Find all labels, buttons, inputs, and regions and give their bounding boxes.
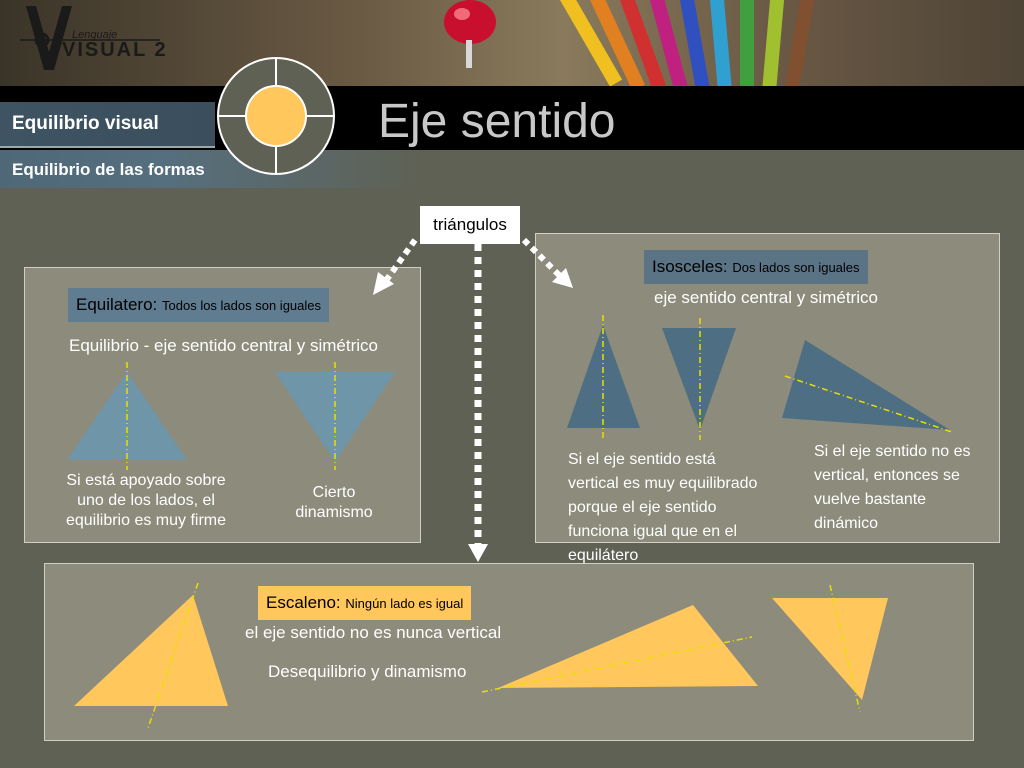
escaleno-tag: Escaleno: Ningún lado es igual	[258, 586, 472, 620]
isosceles-subtitle: eje sentido central y simétrico	[654, 288, 878, 307]
equilatero-caption-2: Cierto dinamismo	[295, 484, 373, 521]
equilatero-subtitle: Equilibrio - eje sentido central y simét…	[69, 336, 378, 355]
equilatero-definition: Todos los lados son iguales	[162, 298, 322, 313]
banner-artwork: Lenguaje VISUAL 2	[20, 0, 818, 86]
equilatero-name: Equilatero:	[76, 295, 158, 314]
isosceles-caption-2: Si el eje sentido no es vertical, entonc…	[814, 443, 971, 532]
pushpin-icon	[444, 0, 496, 68]
isosceles-definition: Dos lados son iguales	[732, 260, 860, 275]
escaleno-definition: Ningún lado es igual	[345, 596, 464, 611]
tab-equilibrio-visual-label: Equilibrio visual	[12, 113, 159, 134]
isosceles-tag: Isosceles: Dos lados son iguales	[644, 250, 868, 284]
pencils-decoration	[550, 0, 818, 86]
logo-bottom-text: VISUAL 2	[62, 39, 168, 61]
equilatero-caption-1: Si está apoyado sobre uno de los lados, …	[65, 472, 227, 529]
escaleno-line-1: el eje sentido no es nunca vertical	[245, 623, 502, 642]
tab-equilibrio-formas-label: Equilibrio de las formas	[12, 160, 205, 179]
isosceles-caption-1: Si el eje sentido está vertical es muy e…	[568, 451, 758, 564]
escaleno-panel	[44, 563, 974, 741]
arrow-down	[468, 244, 488, 562]
isosceles-name: Isosceles:	[652, 257, 728, 276]
equilatero-tag: Equilatero: Todos los lados son iguales	[68, 288, 330, 322]
logo	[20, 6, 160, 70]
tab-equilibrio-visual[interactable]: Equilibrio visual	[0, 102, 215, 148]
tab-equilibrio-formas[interactable]: Equilibrio de las formas	[0, 150, 420, 188]
target-emblem	[217, 57, 335, 175]
escaleno-line-2: Desequilibrio y dinamismo	[268, 662, 467, 681]
escaleno-name: Escaleno:	[266, 593, 341, 612]
page-title: Eje sentido	[378, 95, 616, 148]
header-banner: Lenguaje VISUAL 2	[0, 0, 1024, 86]
logo-top-text: Lenguaje	[72, 29, 117, 41]
topic-box: triángulos	[420, 206, 520, 244]
